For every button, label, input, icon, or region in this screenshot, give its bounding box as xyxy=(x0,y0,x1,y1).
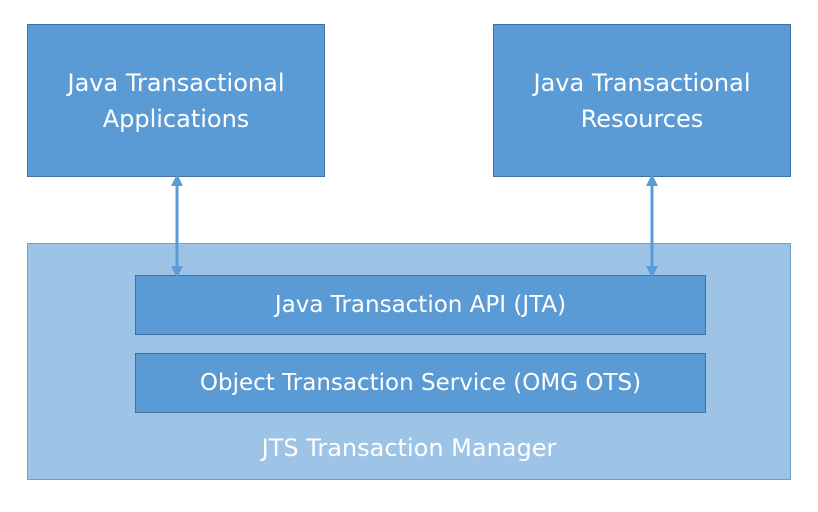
transaction-manager-label: JTS Transaction Manager xyxy=(261,434,557,462)
ots-layer-label: Object Transaction Service (OMG OTS) xyxy=(199,370,642,396)
jta-layer-label: Java Transaction API (JTA) xyxy=(274,292,567,318)
resources-box-label: Java Transactional Resources xyxy=(533,68,751,133)
ots-layer-box: Object Transaction Service (OMG OTS) xyxy=(135,353,706,413)
java-transactional-applications-box: Java Transactional Applications xyxy=(27,24,325,177)
jta-layer-box: Java Transaction API (JTA) xyxy=(135,275,706,335)
java-transactional-resources-box: Java Transactional Resources xyxy=(493,24,791,177)
applications-box-label: Java Transactional Applications xyxy=(67,68,285,133)
